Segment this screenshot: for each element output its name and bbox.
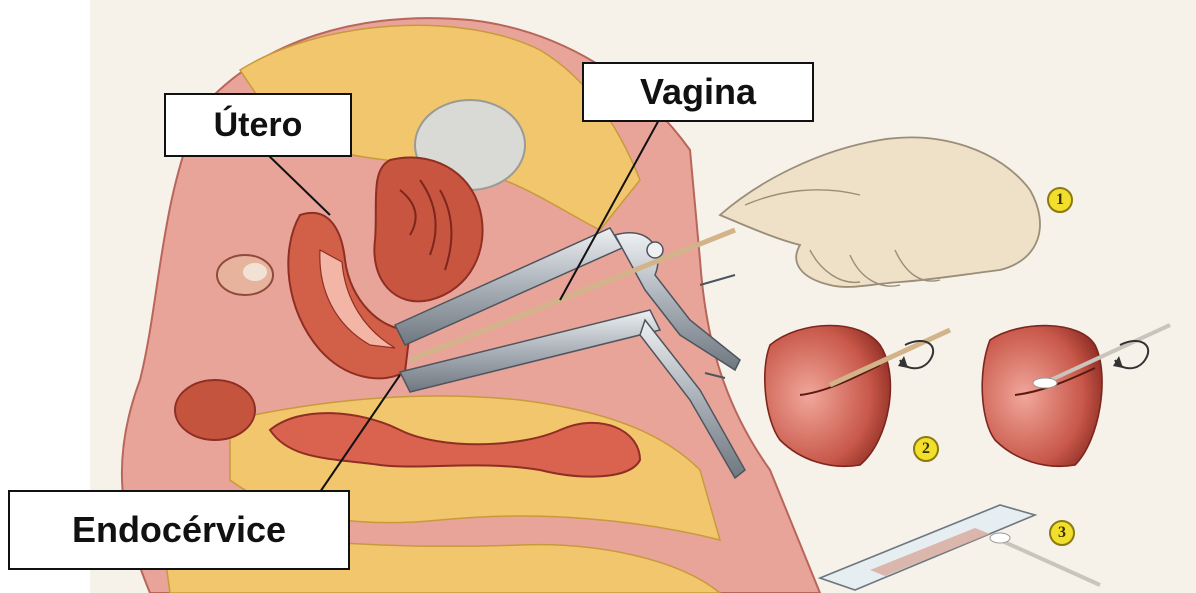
label-utero: Útero bbox=[164, 93, 352, 157]
step-1-number: 1 bbox=[1056, 192, 1064, 208]
label-utero-text: Útero bbox=[214, 106, 303, 145]
label-vagina: Vagina bbox=[582, 62, 814, 122]
label-vagina-text: Vagina bbox=[640, 71, 756, 113]
step-3-number: 3 bbox=[1058, 525, 1066, 541]
step-3-badge: 3 bbox=[1049, 520, 1075, 546]
label-endocervice-text: Endocérvice bbox=[72, 509, 286, 551]
step-2-number: 2 bbox=[922, 441, 930, 457]
label-endocervice: Endocérvice bbox=[8, 490, 350, 570]
step-2-badge: 2 bbox=[913, 436, 939, 462]
bowel-left bbox=[175, 380, 255, 440]
step-1-badge: 1 bbox=[1047, 187, 1073, 213]
ovary-inner bbox=[243, 263, 267, 281]
